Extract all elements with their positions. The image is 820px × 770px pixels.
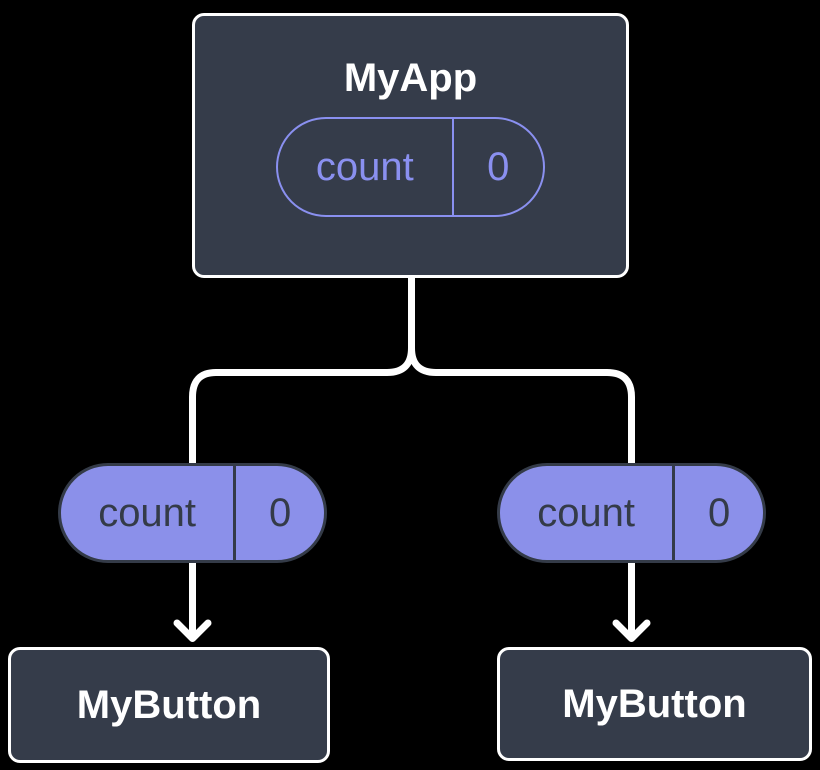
right-prop-pill-value: 0 (672, 466, 763, 560)
right-prop-pill: count 0 (497, 463, 766, 563)
left-child-node-title: MyButton (76, 683, 262, 727)
left-child-node-mybutton: MyButton (8, 647, 330, 763)
left-prop-pill-value: 0 (233, 466, 324, 560)
right-prop-pill-label: count (537, 490, 636, 535)
root-node-myapp: MyApp count 0 (192, 13, 629, 278)
edge-root-to-left-pill (189, 276, 415, 470)
arrow-left-head-icon (173, 619, 212, 642)
left-prop-pill-label: count (98, 490, 197, 535)
state-pill-value: 0 (451, 119, 543, 215)
state-pill-label: count (315, 144, 414, 189)
left-prop-pill: count 0 (58, 463, 327, 563)
edge-root-to-right-pill (408, 276, 635, 470)
root-state-pill: count 0 (276, 117, 545, 217)
right-child-node-title: MyButton (562, 682, 747, 726)
right-child-node-mybutton: MyButton (497, 647, 812, 761)
root-node-title: MyApp (343, 56, 478, 100)
arrow-right-head-icon (612, 619, 651, 642)
